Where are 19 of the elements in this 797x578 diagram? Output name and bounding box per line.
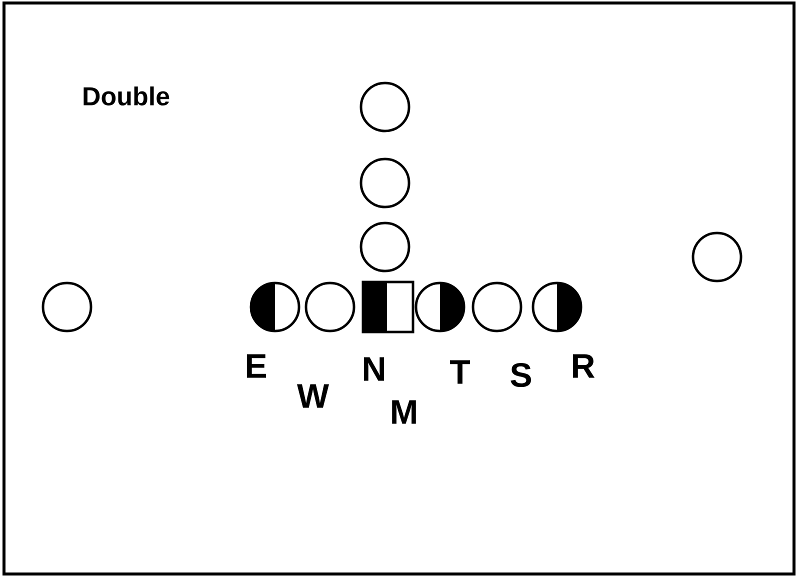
player-circle — [42, 282, 92, 332]
position-letter: M — [392, 400, 416, 424]
center-square — [362, 280, 414, 334]
position-letter: N — [364, 357, 384, 381]
player-circle — [250, 282, 300, 332]
player-circle — [360, 158, 410, 208]
position-letter: S — [510, 362, 532, 388]
player-circle — [472, 282, 522, 332]
player-circle — [532, 282, 582, 332]
title: Double — [84, 86, 170, 106]
player-circle — [692, 232, 742, 282]
player-circle — [304, 282, 356, 332]
position-letter: R — [573, 354, 595, 378]
player-circle — [414, 282, 466, 332]
position-letter: E — [246, 354, 266, 378]
player-circle — [360, 82, 410, 132]
position-letter: W — [297, 384, 330, 408]
position-letter: T — [450, 360, 470, 384]
player-circle — [360, 222, 410, 272]
